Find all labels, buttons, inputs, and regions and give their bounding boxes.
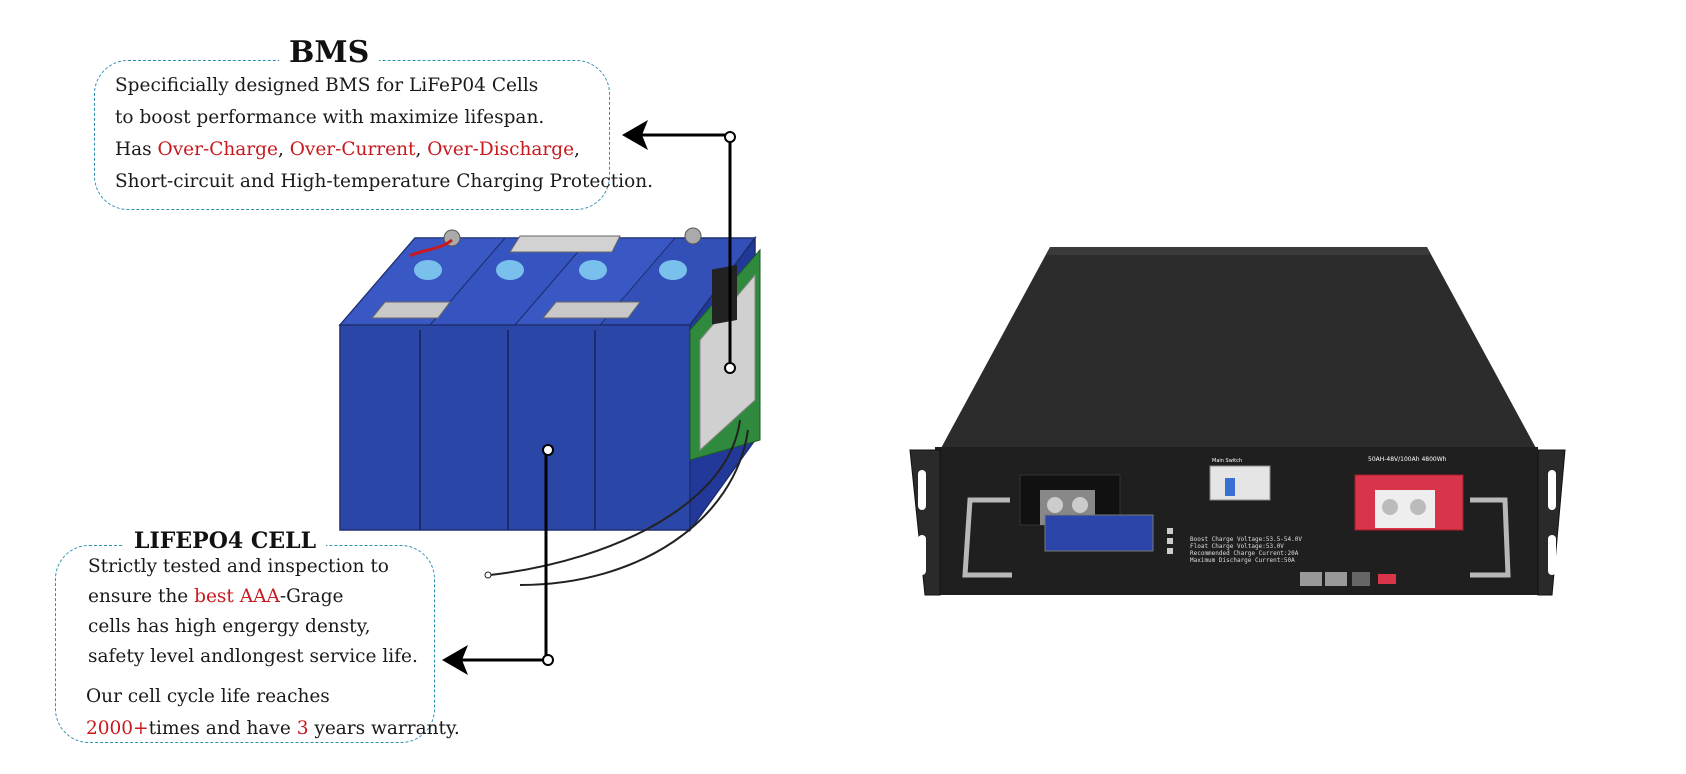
bms-line-4: Short-circuit and High-temperature Charg… <box>115 171 654 192</box>
cell-pointer-arrow <box>442 444 554 675</box>
text: years warranty. <box>308 718 460 739</box>
highlight-best-aaa: best AAA <box>194 586 280 607</box>
bms-title: BMS <box>279 33 380 72</box>
vent-icon <box>414 260 442 280</box>
cell-line-6: 2000+times and have 3 years warranty. <box>86 718 460 739</box>
device-spec-line: Boost Charge Voltage:53.5-54.0V <box>1190 536 1302 543</box>
bms-callout: BMS Specificially designed BMS for LiFeP… <box>94 33 653 210</box>
highlight-cycle-count: 2000+ <box>86 718 149 739</box>
text: times and have <box>148 718 297 739</box>
rack-battery-device <box>909 247 1566 596</box>
bms-line-2: to boost performance with maximize lifes… <box>115 107 545 128</box>
bms-line-3: Has Over-Charge, Over-Current, Over-Disc… <box>115 139 580 160</box>
cell-line-1: Strictly tested and inspection to <box>88 556 389 577</box>
cell-line-2: ensure the best AAA-Grage <box>88 586 344 607</box>
text: , <box>277 139 290 160</box>
device-switch-label: Main Switch <box>1212 458 1243 464</box>
text: , <box>574 139 580 160</box>
cell-callout: LIFEPO4 CELL Strictly tested and inspect… <box>55 526 460 743</box>
device-rating-label: 50AH-48V/100Ah 4800Wh <box>1368 456 1447 463</box>
text: , <box>415 139 428 160</box>
cell-line-5: Our cell cycle life reaches <box>86 686 330 707</box>
highlight-warranty-years: 3 <box>296 718 309 739</box>
bms-line-1: Specificially designed BMS for LiFeP04 C… <box>115 75 539 96</box>
highlight-over-current: Over-Current <box>289 139 416 160</box>
device-spec-panel: Boost Charge Voltage:53.5-54.0V Float Ch… <box>1190 536 1302 564</box>
device-spec-line: Float Charge Voltage:53.0V <box>1190 543 1284 550</box>
lifepo4-cell-pack-illustration <box>338 227 761 586</box>
text: Has <box>115 139 158 160</box>
highlight-over-charge: Over-Charge <box>157 139 278 160</box>
cell-title: LIFEPO4 CELL <box>124 526 327 557</box>
text: -Grage <box>279 586 344 607</box>
bms-pointer-arrow <box>622 120 736 374</box>
device-spec-line: Recommended Charge Current:20A <box>1190 550 1299 557</box>
highlight-over-discharge: Over-Discharge <box>427 139 575 160</box>
text: ensure the <box>88 586 195 607</box>
device-spec-line: Maximum Discharge Current:50A <box>1190 557 1295 564</box>
cell-line-3: cells has high engergy densty, <box>88 616 371 637</box>
cell-line-4: safety level andlongest service life. <box>88 646 418 667</box>
